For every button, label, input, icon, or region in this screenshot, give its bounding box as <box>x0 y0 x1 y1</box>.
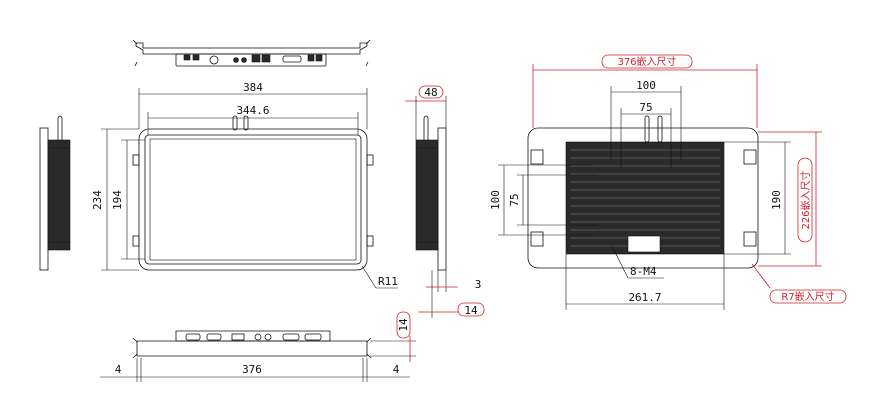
right-side-view: 48 3 14 <box>405 85 485 318</box>
dim-vesa-outer-h: 100 <box>636 79 656 92</box>
dim-bottom-width: 376 <box>242 363 262 376</box>
dim-bottom-height: 14 <box>397 318 410 332</box>
dim-margin-right: 4 <box>393 363 400 376</box>
dim-width-overall: 384 <box>243 81 263 94</box>
front-view: 384 344.6 234 194 R11 <box>91 81 398 289</box>
rear-view: 376嵌入尺寸 100 75 100 75 190 226嵌入尺寸 <box>489 54 847 310</box>
dim-rear-height: 190 <box>770 190 783 210</box>
dim-depth: 48 <box>424 86 437 99</box>
dim-cutout-radius: R7嵌入尺寸 <box>781 290 834 303</box>
dim-height-screen: 194 <box>111 190 124 210</box>
dim-bezel-thickness: 3 <box>475 278 482 291</box>
dim-margin-left: 4 <box>115 363 122 376</box>
left-side-view <box>39 115 71 271</box>
dim-screws: 8-M4 <box>630 265 657 278</box>
dim-cutout-height: 226嵌入尺寸 <box>799 170 812 229</box>
dim-cutout-width: 376嵌入尺寸 <box>617 55 676 68</box>
top-view <box>132 39 371 67</box>
dim-vesa-inner-h: 75 <box>639 101 652 114</box>
dim-height-overall: 234 <box>91 190 104 210</box>
bottom-view: 14 4 376 4 <box>100 311 416 382</box>
dim-width-screen: 344.6 <box>236 104 269 117</box>
dim-vesa-inner-v: 75 <box>508 193 521 206</box>
dim-rear-width: 261.7 <box>628 291 661 304</box>
dim-vesa-outer-v: 100 <box>489 190 502 210</box>
dim-corner-radius: R11 <box>378 275 398 288</box>
dim-mount-depth: 14 <box>464 304 478 317</box>
